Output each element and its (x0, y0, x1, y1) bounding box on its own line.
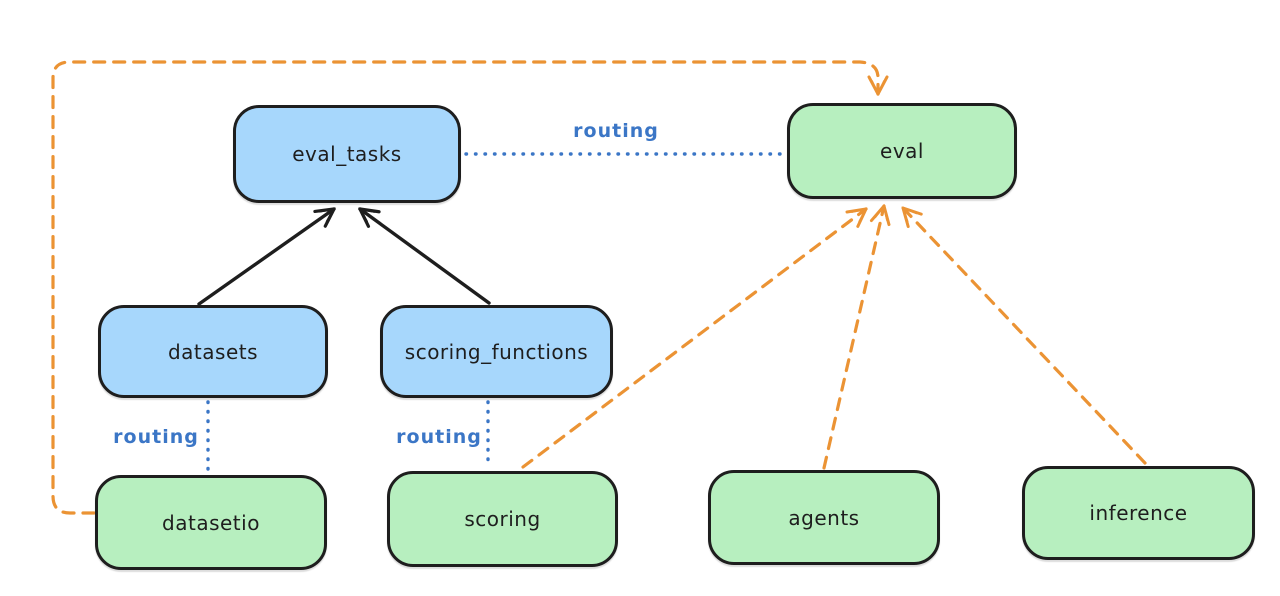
routing-label-eval-tasks-eval: routing (573, 120, 659, 142)
edge-datasetio-to-eval (51, 60, 889, 515)
node-eval-label: eval (880, 139, 924, 163)
node-eval: eval (787, 103, 1017, 199)
node-agents-label: agents (788, 505, 860, 530)
edge-agents-to-eval (822, 203, 891, 470)
node-scoring-label: scoring (464, 507, 541, 531)
node-scoring-functions: scoring_functions (380, 305, 613, 398)
node-inference-label: inference (1089, 501, 1188, 525)
edge-inference-to-eval (901, 206, 1147, 465)
node-eval-tasks: eval_tasks (233, 105, 461, 203)
node-inference: inference (1022, 466, 1255, 560)
routing-label-scoring-functions-scoring: routing (396, 426, 482, 448)
node-eval-tasks-label: eval_tasks (292, 142, 402, 166)
node-datasets: datasets (98, 305, 328, 398)
node-datasetio-label: datasetio (162, 510, 260, 535)
routing-label-datasets-datasetio: routing (113, 426, 199, 448)
edge-datasets-to-eval-tasks (197, 207, 336, 306)
node-agents: agents (708, 470, 940, 565)
node-scoring: scoring (387, 471, 618, 567)
edge-scoring-to-eval (521, 207, 868, 469)
node-datasets-label: datasets (167, 339, 259, 364)
node-datasetio: datasetio (95, 475, 327, 570)
node-scoring-functions-label: scoring_functions (404, 339, 589, 364)
edge-scoring-functions-to-eval-tasks (358, 207, 491, 305)
